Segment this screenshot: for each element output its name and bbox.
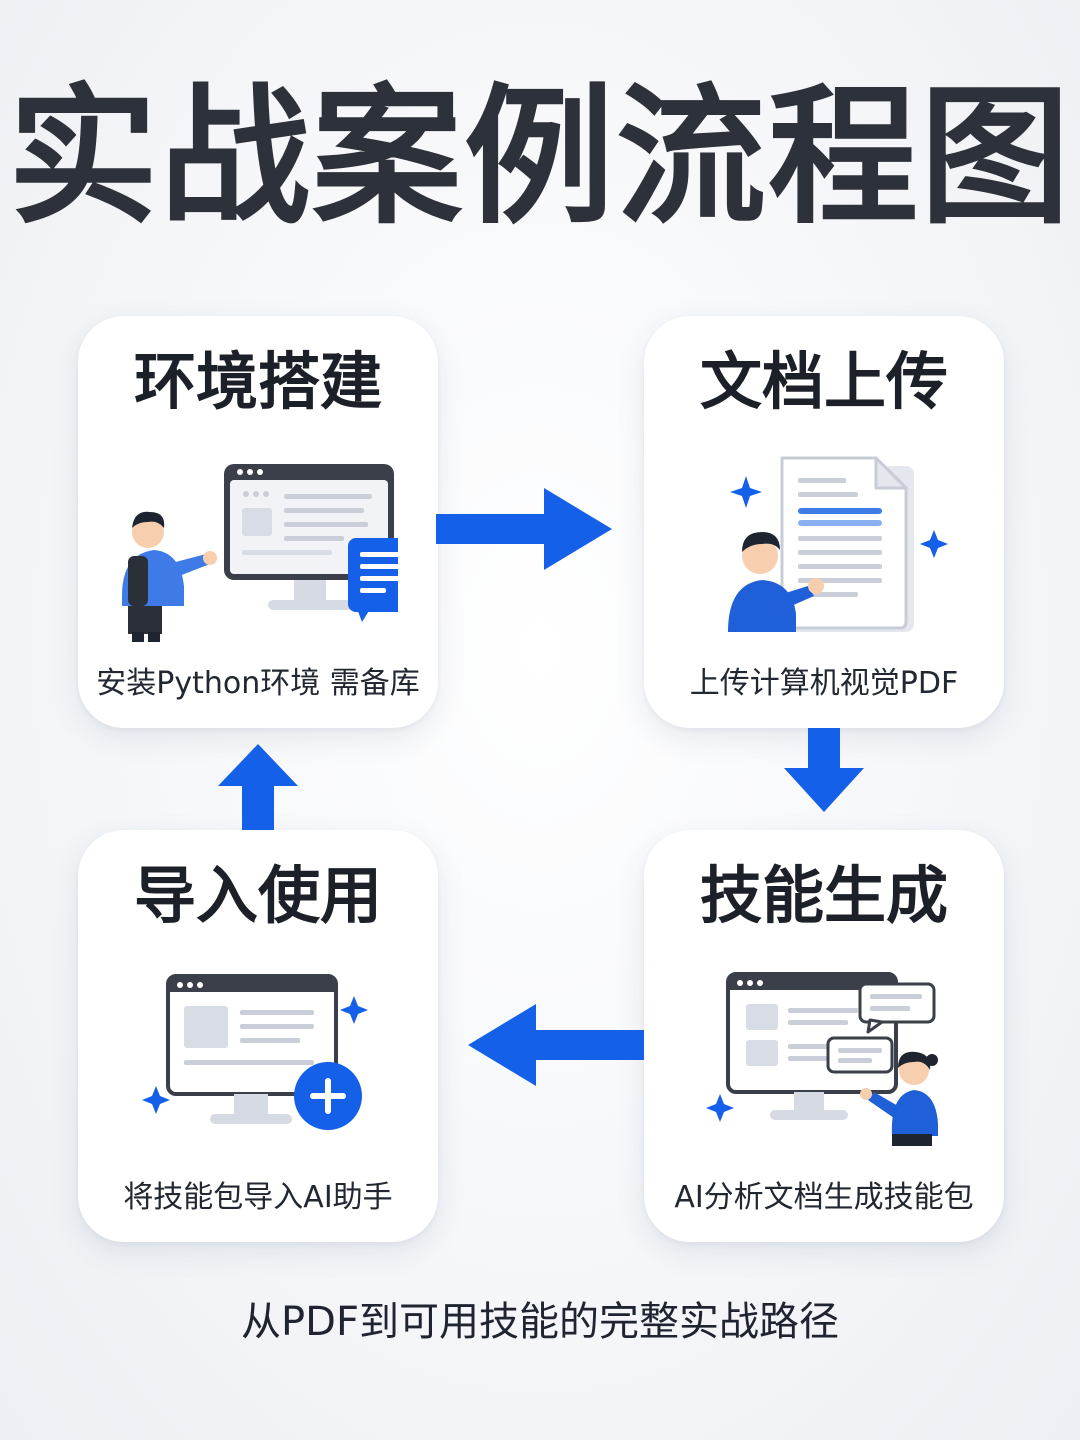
person-with-chat-monitor-icon	[706, 972, 938, 1146]
arrow-left-icon	[468, 1004, 644, 1086]
person-at-monitor-icon	[122, 464, 398, 642]
step-title-setup: 环境搭建	[133, 345, 382, 418]
step-title-import: 导入使用	[133, 859, 382, 932]
step-card-upload: 文档上传 上传计算机视觉PDF	[644, 316, 1004, 728]
footer-caption: 从PDF到可用技能的完整实战路径	[241, 1299, 839, 1345]
arrow-up-icon	[218, 744, 298, 830]
person-with-document-icon	[728, 456, 948, 632]
step-card-import: 导入使用 将技能包导入AI助手	[78, 830, 438, 1242]
step-card-generate: 技能生成 AI分析文档生成技能包	[644, 830, 1004, 1242]
step-caption-setup: 安装Python环境 需备库	[96, 666, 420, 701]
step-title-upload: 文档上传	[699, 345, 948, 418]
step-card-setup: 环境搭建 安装Python环境	[78, 316, 438, 728]
step-title-generate: 技能生成	[699, 859, 948, 932]
step-caption-import: 将技能包导入AI助手	[123, 1180, 393, 1215]
arrow-down-icon	[784, 728, 864, 812]
step-caption-upload: 上传计算机视觉PDF	[689, 666, 959, 701]
monitor-add-icon	[142, 974, 368, 1130]
arrow-right-icon	[436, 488, 612, 570]
page-title: 实战案例流程图	[7, 71, 1072, 245]
step-caption-generate: AI分析文档生成技能包	[674, 1180, 974, 1215]
